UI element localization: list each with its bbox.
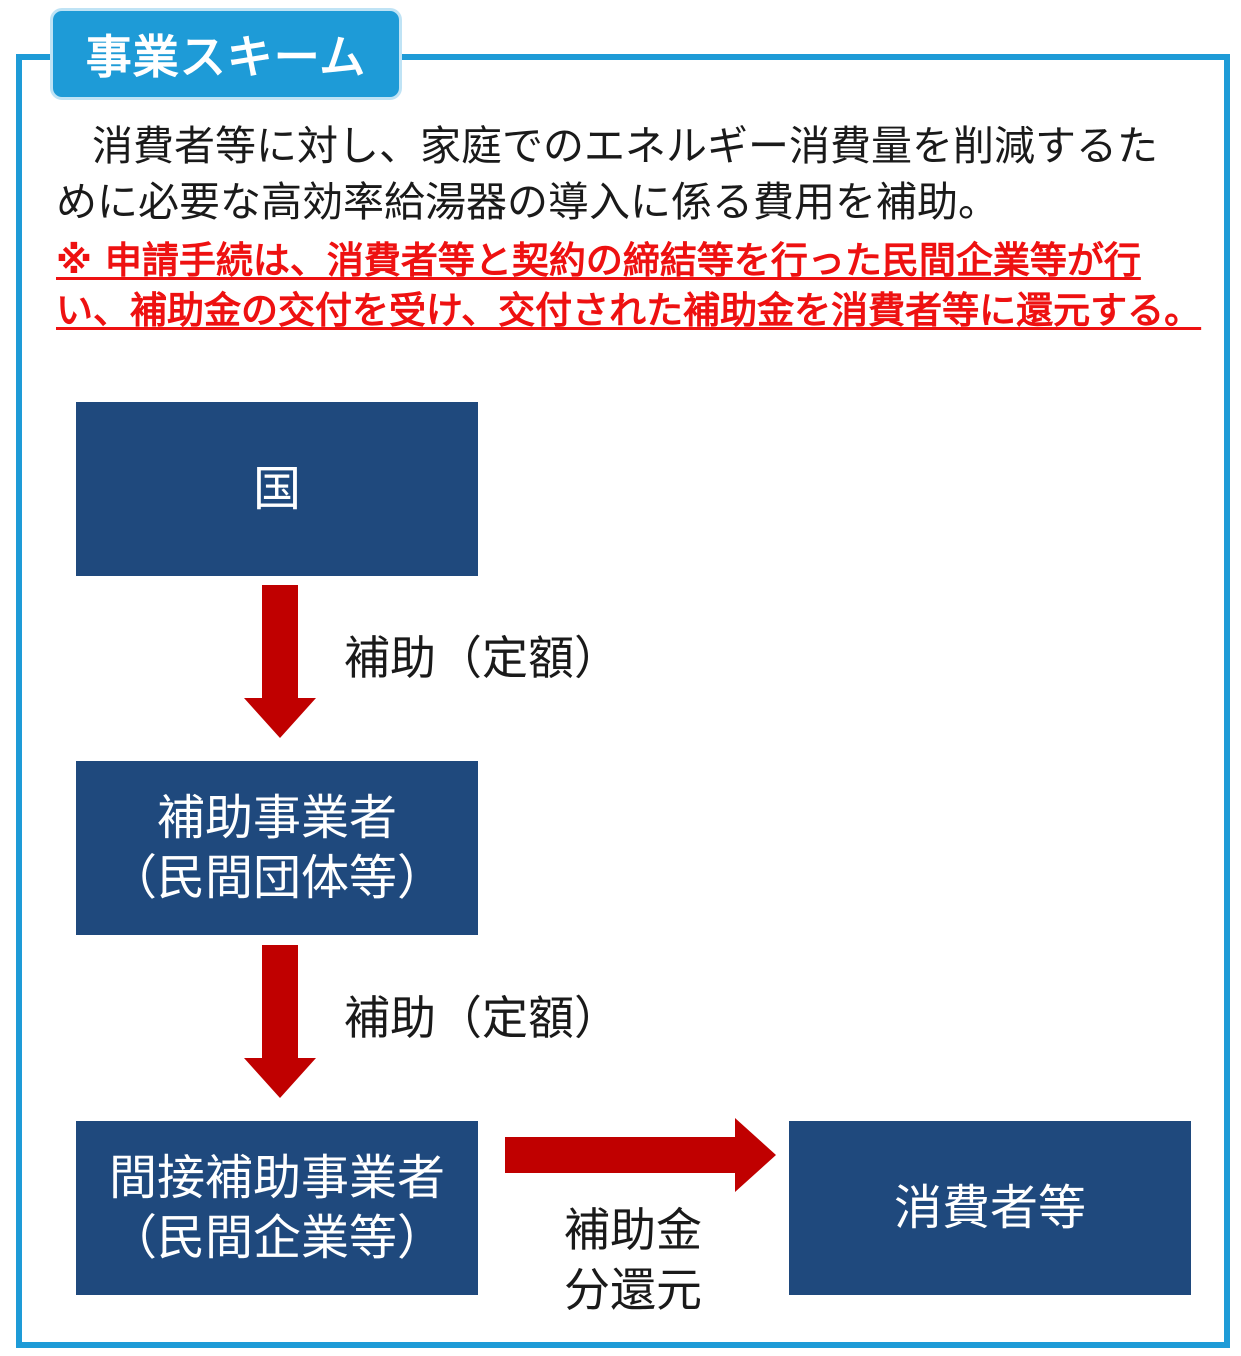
note-line-1: ※ 申請手続は、消費者等と契約の締結等を行った民間企業等が行: [56, 239, 1141, 282]
box-kansetsu-line-1: 間接補助事業者: [108, 1150, 445, 1206]
box-hojo-jigyosha-line-2: （民間団体等）: [108, 850, 445, 906]
scheme-title: 事業スキーム: [50, 8, 402, 100]
scheme-frame: [16, 54, 1230, 1348]
box-hojo-jigyosha: 補助事業者 （民間団体等）: [76, 761, 478, 935]
flow-label-3-line-2: 分還元: [564, 1263, 702, 1317]
arrow-down-1: [244, 585, 316, 738]
flow-label-3-line-1: 補助金: [564, 1203, 702, 1257]
box-kuni-label: 国: [252, 461, 301, 517]
flow-label-1: 補助（定額）: [344, 631, 620, 685]
description-line-2: めに必要な高効率給湯器の導入に係る費用を補助。: [56, 178, 999, 226]
box-shohisha-label: 消費者等: [893, 1180, 1086, 1236]
box-kuni: 国: [76, 402, 478, 576]
arrow-down-2: [244, 945, 316, 1098]
flow-label-3: 補助金 分還元: [548, 1200, 718, 1320]
description: 消費者等に対し、家庭でのエネルギー消費量を削減するた めに必要な高効率給湯器の導…: [56, 118, 1206, 230]
box-kansetsu-hojo-jigyosha: 間接補助事業者 （民間企業等）: [76, 1121, 478, 1295]
flow-label-2: 補助（定額）: [344, 991, 620, 1045]
arrow-right: [505, 1118, 776, 1192]
scheme-title-text: 事業スキーム: [85, 30, 367, 84]
note-line-2: い、補助金の交付を受け、交付された補助金を消費者等に還元する。: [56, 289, 1202, 332]
box-hojo-jigyosha-line-1: 補助事業者: [156, 790, 397, 846]
application-note: ※ 申請手続は、消費者等と契約の締結等を行った民間企業等が行 い、補助金の交付を…: [56, 236, 1216, 336]
box-shohisha: 消費者等: [789, 1121, 1191, 1295]
description-line-1: 消費者等に対し、家庭でのエネルギー消費量を削減するた: [92, 122, 1158, 170]
box-kansetsu-line-2: （民間企業等）: [108, 1210, 445, 1266]
